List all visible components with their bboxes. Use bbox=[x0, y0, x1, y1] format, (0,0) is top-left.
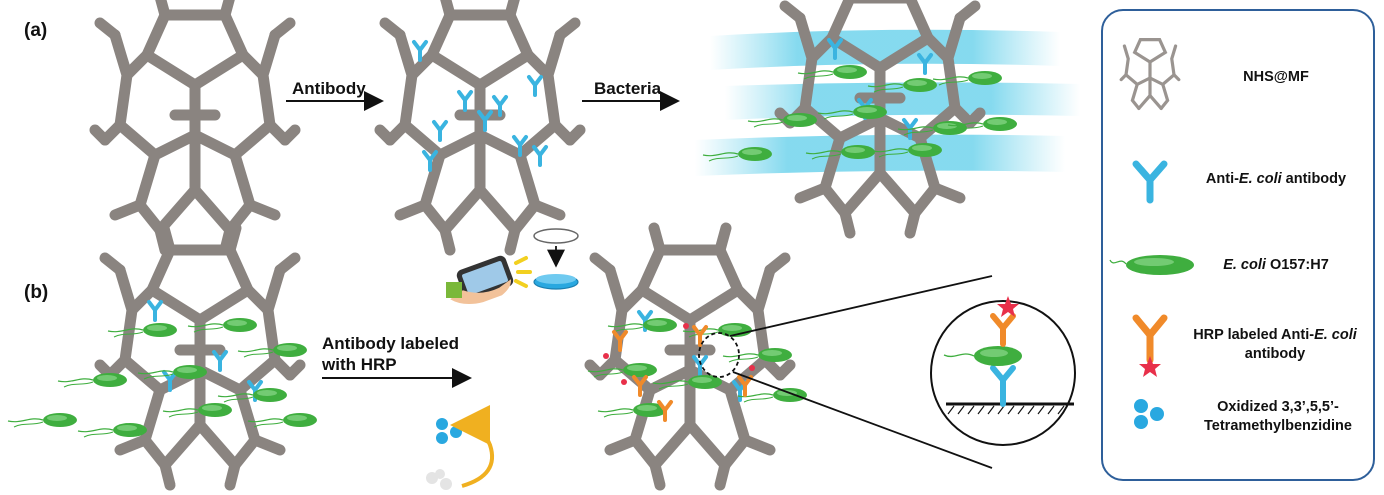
tmb-reduced-dots bbox=[426, 469, 452, 490]
legend-hrp-prefix: HRP labeled Anti- bbox=[1193, 327, 1315, 343]
petri-dish-empty bbox=[533, 228, 579, 244]
legend-tmb-icon bbox=[1134, 399, 1164, 429]
bacterium bbox=[7, 412, 78, 428]
legend-hrp-star bbox=[1139, 356, 1161, 377]
arrow-label-hrp-line2: with HRP bbox=[322, 355, 397, 374]
legend-antibody-suffix: antibody bbox=[1281, 171, 1347, 187]
legend-hrp-line2: antibody bbox=[1244, 346, 1306, 362]
legend-nhs-mf-text: NHS@MF bbox=[1243, 69, 1309, 85]
zoom-line-bottom bbox=[732, 371, 993, 469]
foam-bare bbox=[95, 0, 295, 250]
legend-foam-icon bbox=[1119, 37, 1181, 111]
arrow-label-antibody: Antibody bbox=[292, 79, 366, 98]
legend-antibody-icon bbox=[1132, 160, 1168, 204]
legend-antibody-species: E. coli bbox=[1238, 171, 1282, 187]
zoom-line-top bbox=[729, 275, 993, 337]
hrp-star bbox=[997, 296, 1019, 317]
legend-label-ecoli: E. coli O157:H7 bbox=[1196, 256, 1356, 275]
bacterium bbox=[77, 422, 148, 438]
bacterium bbox=[57, 372, 128, 388]
legend-label-hrp-antibody: HRP labeled Anti-E. coli antibody bbox=[1182, 326, 1368, 364]
panel-label-a: (a) bbox=[24, 20, 48, 41]
bacterium bbox=[247, 412, 318, 428]
legend-label-tmb: Oxidized 3,3’,5,5’- Tetramethylbenzidine bbox=[1188, 398, 1368, 436]
legend-ecoli-strain: O157:H7 bbox=[1265, 257, 1329, 273]
smartphone-icon bbox=[450, 255, 514, 305]
bacterium bbox=[597, 402, 668, 418]
foam-with-antibody bbox=[380, 0, 580, 250]
legend-ecoli-species: E. coli bbox=[1223, 257, 1266, 273]
legend-hrp-species: E. coli bbox=[1314, 327, 1357, 343]
tmb-oxidized-dots bbox=[436, 418, 462, 444]
bacterium bbox=[107, 322, 178, 338]
zoom-source-circle bbox=[698, 332, 740, 378]
legend-tmb-line2: Tetramethylbenzidine bbox=[1204, 418, 1352, 434]
hand-sleeve bbox=[446, 282, 462, 298]
legend-bacteria-icon bbox=[1109, 255, 1194, 275]
legend-tmb-line1: Oxidized 3,3’,5,5’- bbox=[1217, 399, 1339, 415]
legend-antibody-prefix: Anti- bbox=[1205, 171, 1239, 187]
hrp-antibodies-on-foam bbox=[612, 325, 753, 422]
reaction-arrow bbox=[450, 405, 495, 488]
panel-label-b: (b) bbox=[24, 282, 49, 303]
legend-label-nhs-mf: NHS@MF bbox=[1196, 68, 1356, 87]
legend-label-antibody: Anti-E. coli antibody bbox=[1186, 170, 1366, 189]
hrp-stars-on-foam bbox=[603, 323, 755, 385]
capture-antibody bbox=[990, 365, 1016, 407]
arrow-label-bacteria: Bacteria bbox=[594, 79, 662, 98]
petri-dish-blue bbox=[533, 274, 579, 290]
legend-box bbox=[1101, 9, 1375, 481]
hrp-antibody bbox=[990, 313, 1016, 347]
light-rays bbox=[514, 256, 532, 288]
foam-bacteria-input bbox=[100, 228, 300, 485]
arrow-label-hrp-line1: Antibody labeled bbox=[322, 334, 459, 353]
legend-hrp-antibody-icon bbox=[1132, 314, 1168, 364]
zoom-detail bbox=[943, 296, 1074, 415]
flow-band-1 bbox=[710, 29, 1060, 70]
zoom-circle bbox=[930, 300, 1076, 446]
